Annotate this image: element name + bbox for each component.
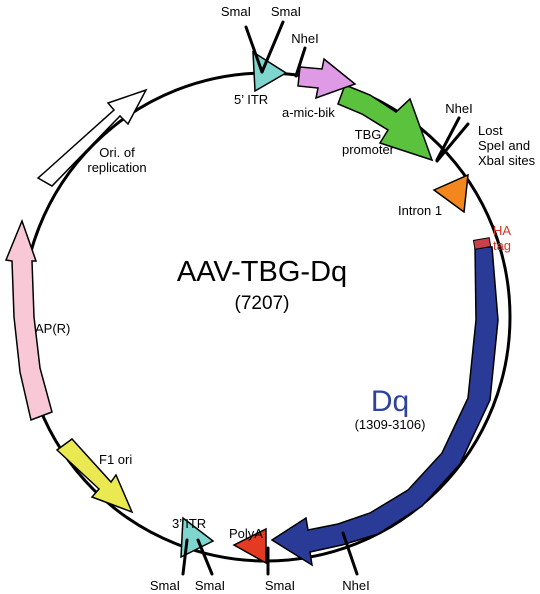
plasmid-size: (7207): [235, 293, 290, 314]
nhei-bottom-tick: [341, 531, 359, 576]
ori-label-line-2: replication: [87, 160, 146, 175]
lost-sites-tick: [435, 122, 470, 163]
apr-label: AP(R): [35, 321, 70, 336]
smai-bottom-2-tick: [196, 538, 214, 576]
smai-bottom-3-label: SmaI: [265, 578, 295, 593]
nhei-top-label: NheI: [291, 31, 318, 46]
apr-arrow: [4, 218, 53, 422]
itr5-label: 5’ ITR: [234, 92, 268, 107]
tbg-promoter-arrow: [337, 84, 434, 162]
plasmid-name: AAV-TBG-Dq: [177, 256, 347, 288]
itr3-triangle: [180, 516, 215, 559]
itr5-triangle: [252, 50, 288, 93]
lost-sites-label-line-2: SpeI and: [478, 138, 530, 153]
f1-ori-arrow: [55, 437, 134, 514]
ori-replication-arrow: [36, 88, 148, 187]
ori-label-line-1: Ori. of: [99, 145, 135, 160]
polya-triangle: [232, 527, 267, 565]
ha-tag-box: [472, 237, 492, 250]
amicbik-label: a-mic-bik: [282, 105, 335, 120]
tbg-promoter-label-line-1: TBG: [355, 127, 382, 142]
itr3-label: 3’ ITR: [172, 516, 206, 531]
dq-range-label: (1309-3106): [355, 417, 426, 432]
f1-ori-label: F1 ori: [99, 452, 132, 467]
dq-arrow: [270, 246, 499, 567]
intron-label: Intron 1: [398, 203, 442, 218]
polya-label: PolyA: [229, 526, 263, 541]
nhei-right-tick: [435, 116, 461, 162]
smai-top-right-label: SmaI: [271, 4, 301, 19]
amicbik-arrow: [297, 57, 357, 100]
ha-tag-label-line-2: tag: [493, 238, 511, 253]
intron-triangle: [432, 173, 469, 214]
smai-bottom-1-label: SmaI: [150, 578, 180, 593]
smai-top-right-tick: [260, 20, 285, 74]
nhei-top-tick: [294, 46, 307, 78]
nhei-bottom-label: NheI: [342, 578, 369, 593]
ha-tag-label-line-1: HA: [493, 223, 511, 238]
dq-label: Dq: [371, 385, 409, 418]
tbg-promoter-label-line-2: promoter: [342, 142, 395, 157]
smai-bottom-2-label: SmaI: [195, 578, 225, 593]
nhei-right-label: NheI: [445, 101, 472, 116]
smai-bottom-1-tick: [181, 538, 189, 576]
smai-top-left-tick: [244, 25, 264, 74]
lost-sites-label-line-3: XbaI sites: [478, 153, 536, 168]
lost-sites-label-line-1: Lost: [478, 123, 503, 138]
smai-top-left-label: SmaI: [221, 4, 251, 19]
site-ticks: [181, 20, 470, 576]
